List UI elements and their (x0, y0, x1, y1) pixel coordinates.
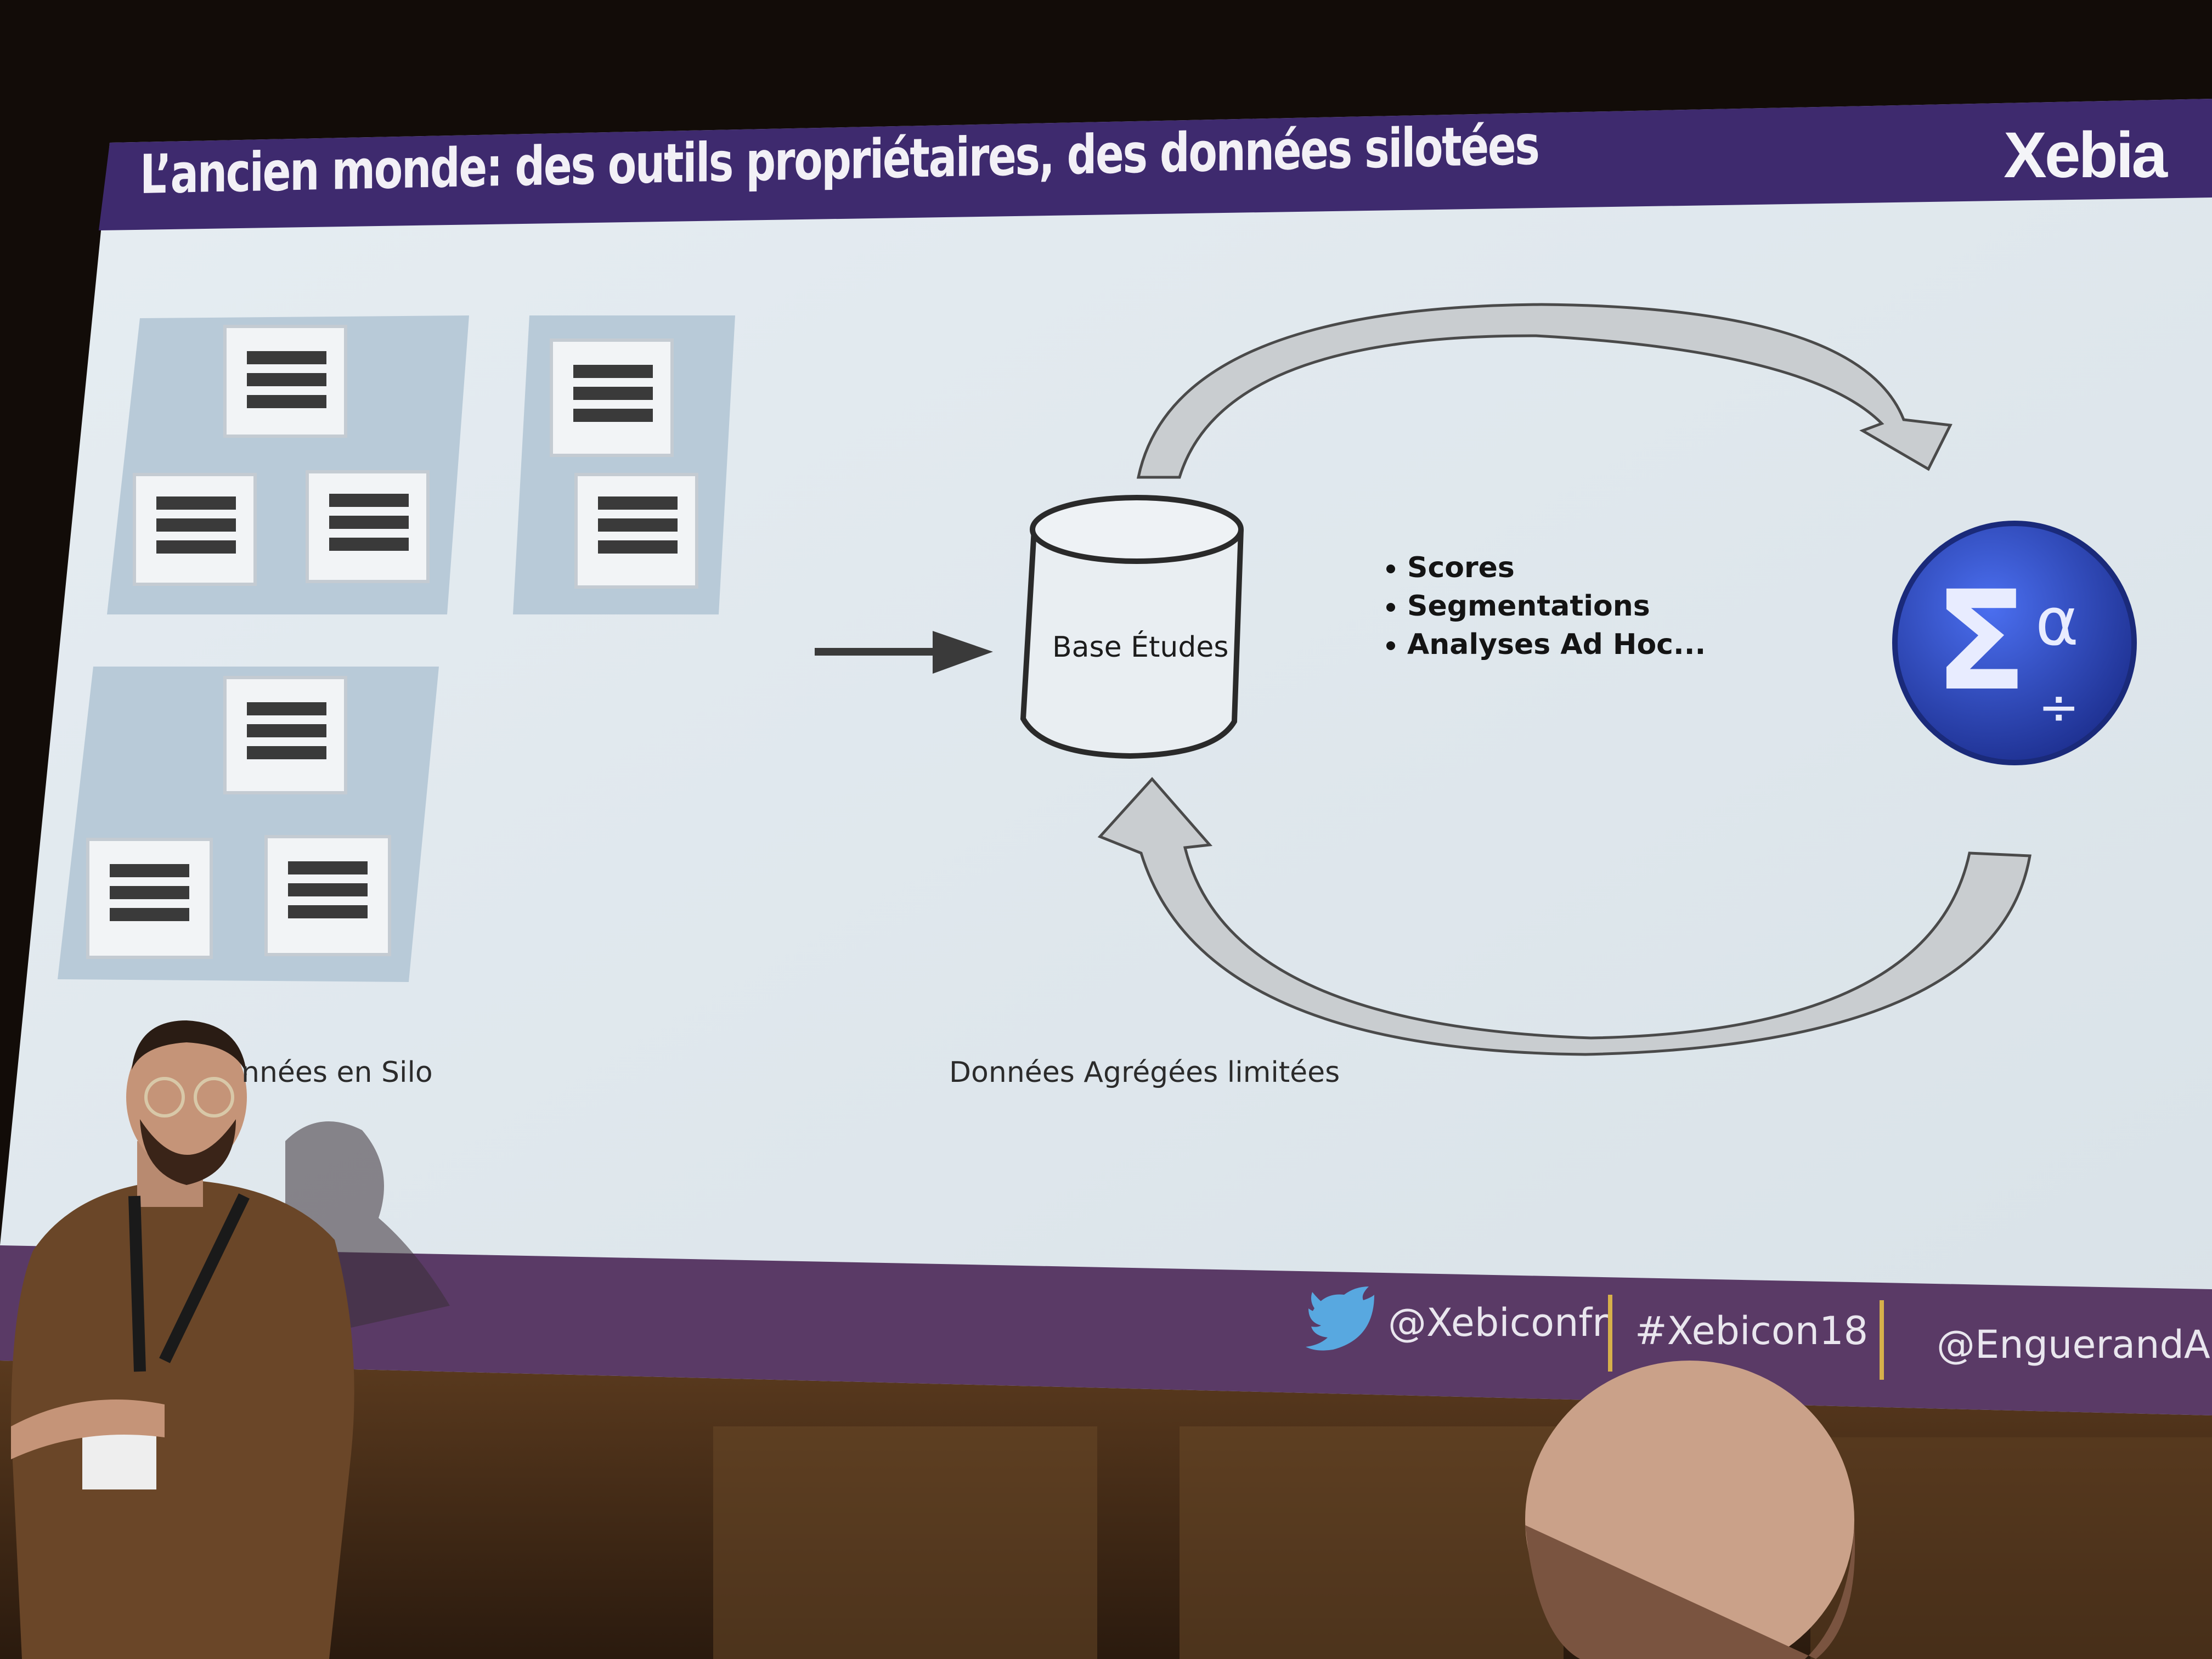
server-icon (550, 338, 674, 457)
wall-panel (1810, 1437, 2212, 1659)
aggregated-data-caption: Données Agrégées limitées (949, 1056, 1340, 1089)
slide-header-band (99, 99, 2212, 230)
wall-panel (713, 1426, 1097, 1659)
svg-text:÷: ÷ (2038, 679, 2079, 736)
server-icon (86, 838, 213, 959)
curved-arrow-top-icon (1136, 303, 1953, 479)
silo-caption: nnées en Silo (241, 1056, 433, 1089)
silo-panel (513, 315, 735, 614)
list-item: Analyses Ad Hoc... (1407, 628, 1706, 661)
speaker-person (11, 1020, 354, 1659)
server-icon (223, 325, 347, 438)
speaker-handle: @EnguerandA (1937, 1322, 2210, 1367)
twitter-handle: @Xebiconfr (1388, 1300, 1608, 1345)
silo-panel (107, 315, 469, 614)
output-list: Scores Segmentations Analyses Ad Hoc... (1407, 551, 1706, 667)
curved-arrow-bottom-icon (1097, 777, 2032, 1056)
server-icon (264, 835, 391, 956)
silo-panel (58, 667, 439, 982)
wall-panel (1180, 1426, 1564, 1659)
server-icon (133, 473, 257, 586)
svg-text:Σ: Σ (1934, 561, 2028, 721)
server-icon (574, 473, 698, 589)
svg-text:α: α (2035, 584, 2079, 661)
arrow-right-icon (815, 631, 993, 674)
xebia-logo: Xebia (2004, 119, 2168, 191)
server-icon (223, 676, 347, 794)
sigma-alpha-statistics-icon: Σ α ÷ (1892, 521, 2137, 765)
database-label: Base Études (1052, 631, 1229, 664)
event-hashtag: #Xebicon18 (1635, 1308, 1869, 1353)
server-icon (306, 470, 430, 583)
list-item: Segmentations (1407, 590, 1706, 623)
audience-head (1525, 1361, 1855, 1659)
list-item: Scores (1407, 551, 1706, 584)
database-cylinder-icon (1020, 495, 1244, 759)
twitter-bird-icon (1306, 1286, 1374, 1351)
